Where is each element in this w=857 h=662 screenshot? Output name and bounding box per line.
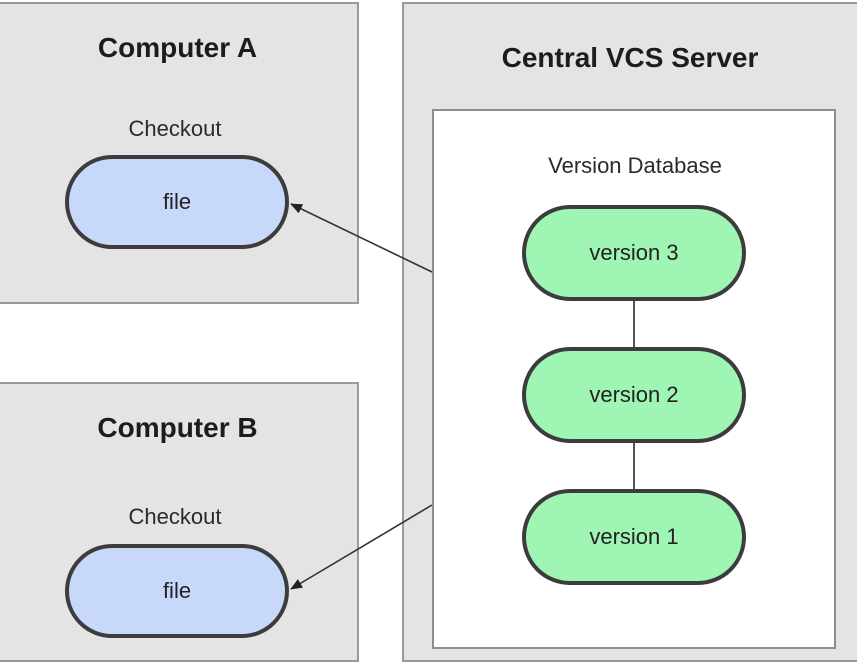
version-3-node: version 3 xyxy=(522,205,746,301)
computer-b-checkout-label: Checkout xyxy=(128,504,222,529)
computer-b-title: Computer B xyxy=(97,412,258,443)
version-1-label: version 1 xyxy=(589,524,679,549)
version-database-box: Version Database version 3 version 2 ver… xyxy=(432,109,836,649)
version-database-label: Version Database xyxy=(548,153,722,178)
version-2-to-1-connector xyxy=(633,443,635,489)
computer-a-file-node: file xyxy=(65,155,289,249)
computer-a-checkout-label: Checkout xyxy=(128,116,222,141)
computer-b-file-label: file xyxy=(162,578,192,603)
version-2-label: version 2 xyxy=(589,382,679,407)
version-3-label: version 3 xyxy=(589,240,679,265)
version-1-node: version 1 xyxy=(522,489,746,585)
server-title: Central VCS Server xyxy=(501,42,759,73)
version-2-node: version 2 xyxy=(522,347,746,443)
computer-b-panel: Computer B Checkout file xyxy=(0,382,359,662)
version-3-to-2-connector xyxy=(633,301,635,347)
central-vcs-server-panel: Central VCS Server Version Database vers… xyxy=(402,2,857,662)
computer-a-title: Computer A xyxy=(97,32,258,63)
computer-b-file-node: file xyxy=(65,544,289,638)
computer-a-file-label: file xyxy=(162,189,192,214)
computer-a-panel: Computer A Checkout file xyxy=(0,2,359,304)
